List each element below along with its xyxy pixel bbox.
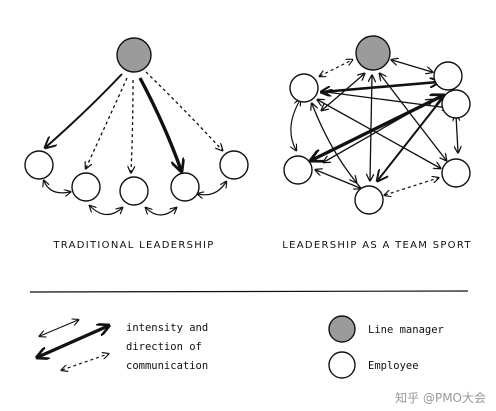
legend-dashed-arrow-icon <box>62 354 108 370</box>
arrow-manager-to-employee-3 <box>131 79 133 172</box>
employee-node <box>24 150 54 180</box>
employee-node <box>71 172 101 202</box>
network-arrow <box>326 92 448 108</box>
line-manager-node <box>116 37 152 73</box>
traditional-leadership-caption: TRADITIONAL LEADERSHIP <box>52 240 214 251</box>
employee-node <box>354 185 384 215</box>
watermark: 知乎 @PMO大会 <box>395 391 486 405</box>
network-arrow <box>318 100 440 168</box>
employee-node <box>219 150 249 180</box>
network-arrow <box>322 82 438 92</box>
arrow-manager-to-employee-2 <box>86 77 128 168</box>
employee-node <box>441 89 471 119</box>
watermark-text: 知乎 @PMO大会 <box>395 391 486 405</box>
network-arrow <box>320 60 352 76</box>
employee-node <box>170 172 200 202</box>
legend-arrow-text-line2: direction of <box>126 341 202 353</box>
employee-node <box>283 155 313 185</box>
arrow-manager-to-employee-5 <box>145 71 222 150</box>
employee-node <box>441 158 471 188</box>
network-arrow <box>378 96 444 180</box>
employee-node <box>119 176 149 206</box>
legend-manager-swatch <box>328 315 356 343</box>
legend-manager-label: Line manager <box>368 324 444 336</box>
network-arrow <box>456 115 458 152</box>
arrow-manager-to-employee-4 <box>138 77 181 170</box>
traditional-leadership-diagram: TRADITIONAL LEADERSHIP <box>24 37 249 251</box>
team-sport-diagram: LEADERSHIP AS A TEAM SPORT <box>282 35 472 251</box>
legend-employee-label: Employee <box>368 360 419 372</box>
peer-arrow-1-2 <box>44 181 70 193</box>
network-arrow <box>316 170 360 188</box>
team-sport-caption: LEADERSHIP AS A TEAM SPORT <box>282 240 472 251</box>
legend-thick-arrow-icon <box>38 326 108 357</box>
peer-arrow-3-4 <box>146 208 176 216</box>
legend-thin-arrow-icon <box>40 320 78 336</box>
peer-arrow-2-3 <box>90 206 122 216</box>
legend-employee-swatch <box>328 351 356 379</box>
divider <box>29 290 469 293</box>
legend-arrow-text-line3: communication <box>126 360 208 372</box>
network-arrow <box>370 76 372 180</box>
network-arrow <box>392 60 432 72</box>
line-manager-node <box>355 35 391 71</box>
network-arrow <box>385 178 438 195</box>
arrow-manager-to-employee-1 <box>46 73 123 147</box>
peer-arrow-4-5 <box>198 182 226 195</box>
employee-node <box>433 61 463 91</box>
legend: intensity and direction of communication… <box>38 315 444 379</box>
employee-node <box>289 73 319 103</box>
legend-arrow-text-line1: intensity and <box>126 322 208 334</box>
network-arrow <box>291 100 300 150</box>
